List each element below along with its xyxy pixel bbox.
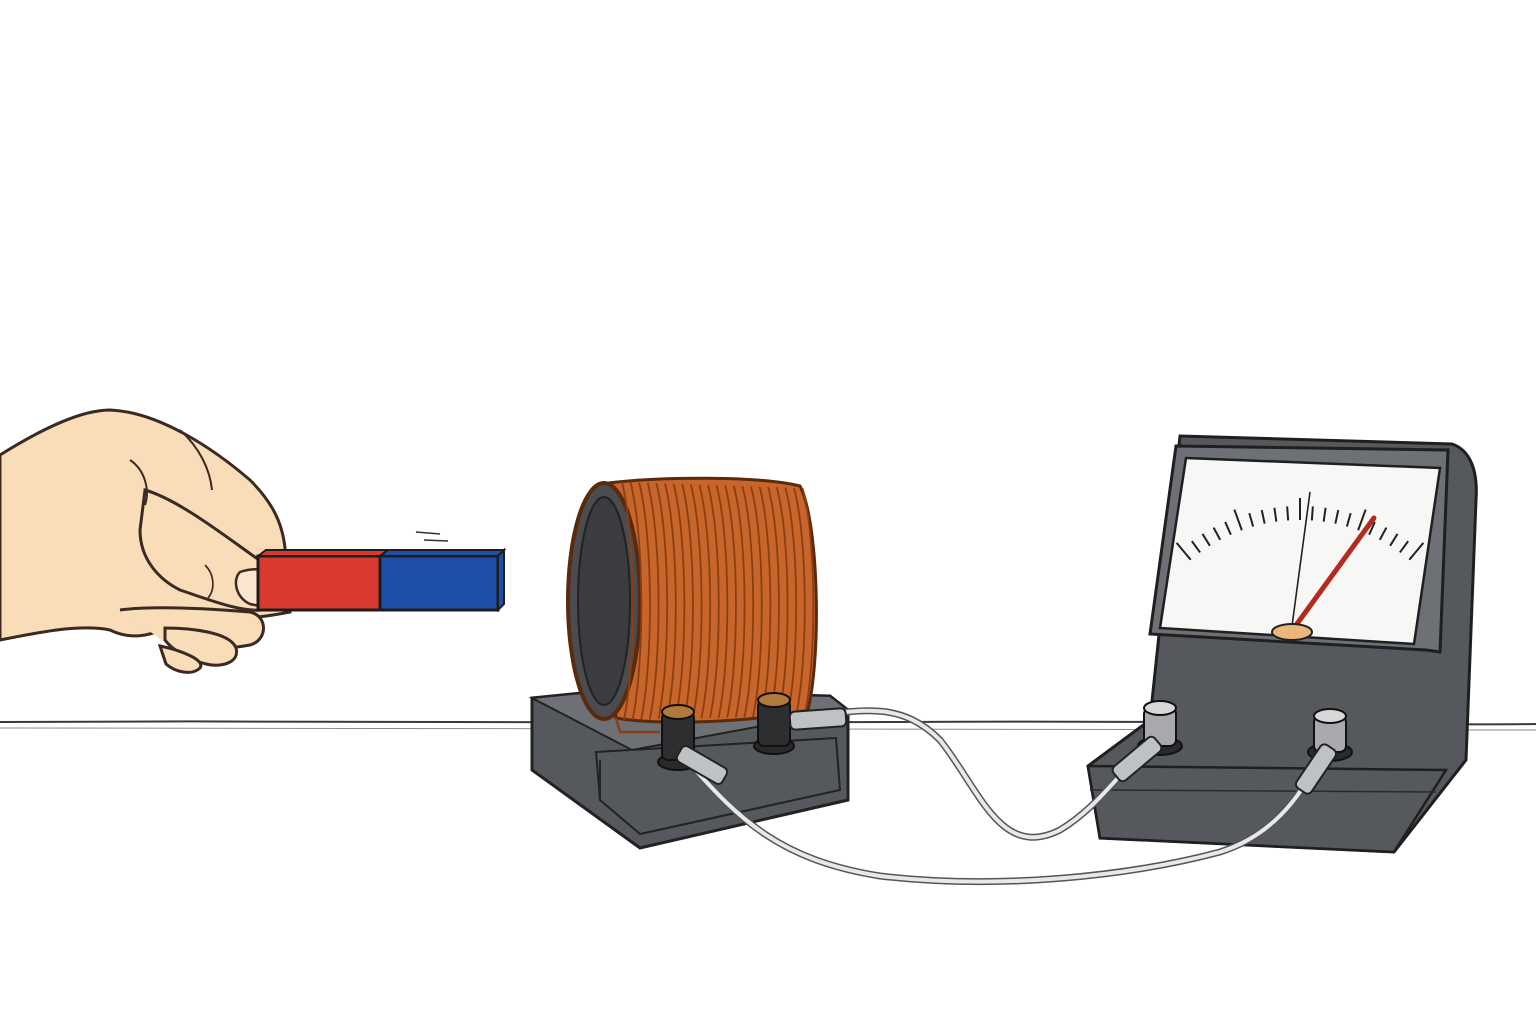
terminal-post-right[interactable]: [753, 692, 795, 755]
coil-winding: [646, 482, 660, 720]
coil-winding: [664, 483, 677, 720]
connecting-wires: [686, 707, 1324, 886]
meter-tick: [1224, 521, 1232, 536]
meter-tick: [1345, 512, 1352, 527]
coil-winding: [689, 484, 703, 719]
coil-winding: [775, 487, 789, 717]
copper-coil-icon: [566, 476, 818, 734]
meter-tick: [1399, 540, 1409, 554]
meter-tick: [1322, 507, 1327, 522]
meter-tick: [1260, 509, 1266, 524]
meter-tick: [1408, 542, 1425, 561]
motion-lines: [415, 531, 449, 542]
meter-tick: [1191, 540, 1201, 554]
meter-tick: [1248, 512, 1255, 527]
meter-needle: [1291, 515, 1377, 631]
coil-winding: [750, 486, 763, 718]
meter-zero-line: [1291, 491, 1311, 627]
connector-plug-2: [675, 745, 729, 785]
meter-dial-face: [1158, 456, 1442, 646]
meter-tick: [1233, 509, 1243, 531]
meter-tick: [1357, 509, 1367, 531]
coil-winding: [715, 485, 729, 718]
connector-plug-4: [1294, 743, 1338, 795]
coil-winding: [707, 484, 720, 719]
meter-tick: [1378, 527, 1388, 541]
galvanometer-icon: [1086, 434, 1478, 854]
coil-winding: [724, 485, 737, 718]
coil-winding: [741, 485, 755, 718]
connector-plug-1: [788, 707, 848, 731]
coil-winding: [793, 487, 806, 717]
magnet-north-pole: [256, 554, 382, 612]
coil-winding: [672, 483, 686, 719]
meter-pivot: [1271, 623, 1313, 641]
coil-winding: [621, 481, 634, 721]
coil-winding: [758, 486, 772, 717]
meter-tick: [1310, 506, 1314, 521]
coil-winding: [698, 484, 712, 719]
coil-winding: [801, 488, 815, 716]
meter-tick: [1286, 506, 1290, 521]
meter-tick: [1389, 533, 1399, 547]
connector-plug-3: [1111, 735, 1163, 783]
coil-winding: [655, 482, 669, 720]
coil-winding: [629, 482, 643, 720]
magnet-south-pole: [378, 554, 500, 612]
bar-magnet-icon: [255, 531, 507, 613]
meter-tick: [1334, 509, 1340, 524]
meter-scale: [1175, 498, 1425, 561]
meter-tick: [1273, 507, 1278, 522]
meter-tick: [1212, 527, 1222, 541]
hand-icon: [0, 408, 292, 674]
meter-tick: [1201, 533, 1211, 547]
coil-winding: [784, 487, 798, 717]
coil-winding: [681, 483, 694, 719]
coil-winding: [732, 485, 746, 718]
meter-tick: [1368, 521, 1376, 536]
coil-winding: [638, 482, 651, 720]
meter-tick: [1175, 542, 1192, 561]
